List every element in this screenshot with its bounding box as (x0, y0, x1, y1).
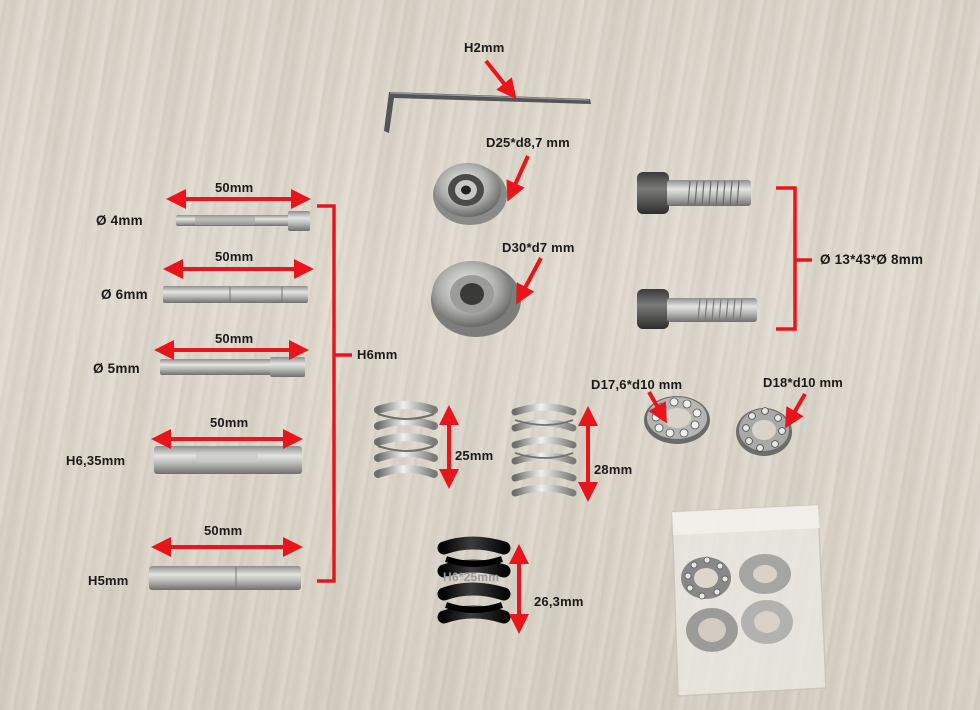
shaft-4 (154, 446, 302, 474)
spring-a (374, 401, 438, 478)
pulley-small-label: D25*d8,7 mm (486, 135, 570, 150)
shaft-1-size-label: Ø 4mm (96, 213, 143, 228)
screw-top (637, 172, 751, 214)
shaft-5 (149, 566, 301, 590)
shaft-4-length-label: 50mm (210, 415, 249, 430)
pulley-large-label: D30*d7 mm (502, 240, 575, 255)
spring-b (511, 403, 577, 497)
shaft-1-length-label: 50mm (215, 180, 254, 195)
shaft-5-length-label: 50mm (204, 523, 243, 538)
parts-bag (671, 504, 827, 697)
shafts-group-label: H6mm (357, 347, 398, 362)
bearing-a-arrow (647, 391, 667, 424)
screws-label: Ø 13*43*Ø 8mm (820, 252, 924, 267)
spring-c (437, 536, 511, 624)
hex-key-label: H2mm (464, 40, 505, 55)
pulley-large (431, 261, 521, 337)
shafts-group-bracket (317, 204, 336, 583)
spring-b-label: 28mm (594, 462, 633, 477)
shaft-2 (163, 286, 308, 303)
hex-key-arrow (484, 59, 517, 100)
screw-bottom (637, 289, 757, 329)
spring-c-mark: H6*25mm (443, 570, 500, 584)
shaft-2-length-label: 50mm (215, 249, 254, 264)
shaft-1 (176, 211, 310, 231)
shaft-5-size-label: H5mm (88, 573, 129, 588)
bearing-a-label: D17,6*d10 mm (591, 377, 683, 392)
shaft-3-length-label: 50mm (215, 331, 254, 346)
pulley-small-arrow (506, 155, 530, 202)
bearing-b-arrow (784, 392, 807, 429)
shaft-3 (160, 357, 305, 377)
pulley-small (433, 163, 507, 225)
bearing-b-label: D18*d10 mm (763, 375, 844, 390)
spring-a-label: 25mm (455, 448, 494, 463)
screws-bracket (776, 186, 797, 331)
pulley-large-arrow (516, 257, 543, 305)
hex-key (384, 92, 591, 133)
shaft-4-size-label: H6,35mm (66, 453, 126, 468)
spring-c-label: 26,3mm (534, 594, 584, 609)
shaft-3-size-label: Ø 5mm (93, 361, 140, 376)
shaft-2-size-label: Ø 6mm (101, 287, 148, 302)
thrust-bearing-b (736, 407, 792, 456)
